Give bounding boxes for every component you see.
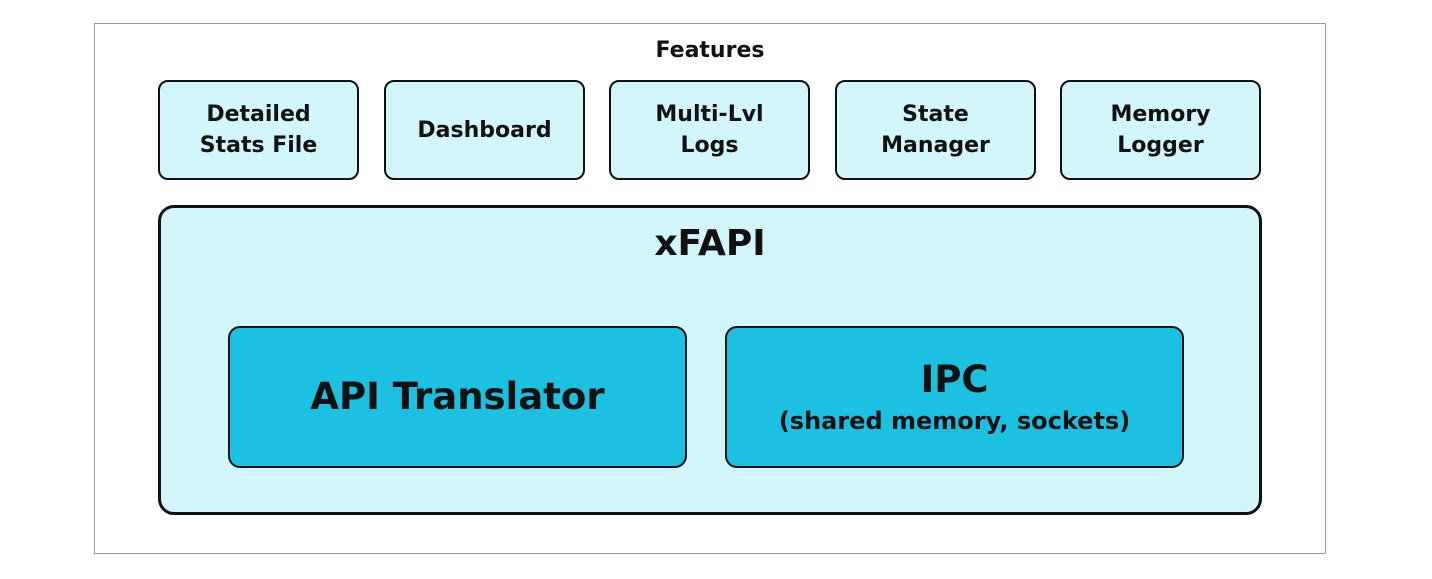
feature-box-multi-lvl-logs: Multi-Lvl Logs: [609, 80, 810, 180]
feature-box-memory-logger: Memory Logger: [1060, 80, 1261, 180]
feature-label: Detailed Stats File: [199, 102, 318, 158]
ipc-subtitle: (shared memory, sockets): [778, 407, 1131, 435]
ipc-box: IPC (shared memory, sockets): [725, 326, 1184, 468]
features-heading: Features: [655, 38, 765, 63]
feature-box-dashboard: Dashboard: [384, 80, 585, 180]
feature-box-state-manager: State Manager: [835, 80, 1036, 180]
features-row: Detailed Stats File Dashboard Multi-Lvl …: [158, 80, 1262, 180]
feature-box-detailed-stats-file: Detailed Stats File: [158, 80, 359, 180]
xfapi-container: xFAPI API Translator IPC (shared memory,…: [158, 205, 1262, 515]
feature-label: Dashboard: [417, 117, 552, 143]
feature-label: Multi-Lvl Logs: [655, 102, 764, 158]
feature-label: Memory Logger: [1110, 102, 1211, 158]
ipc-title: IPC: [920, 358, 989, 401]
xfapi-title: xFAPI: [654, 223, 766, 264]
api-translator-title: API Translator: [310, 375, 605, 418]
feature-label: State Manager: [881, 102, 990, 158]
api-translator-box: API Translator: [228, 326, 687, 468]
